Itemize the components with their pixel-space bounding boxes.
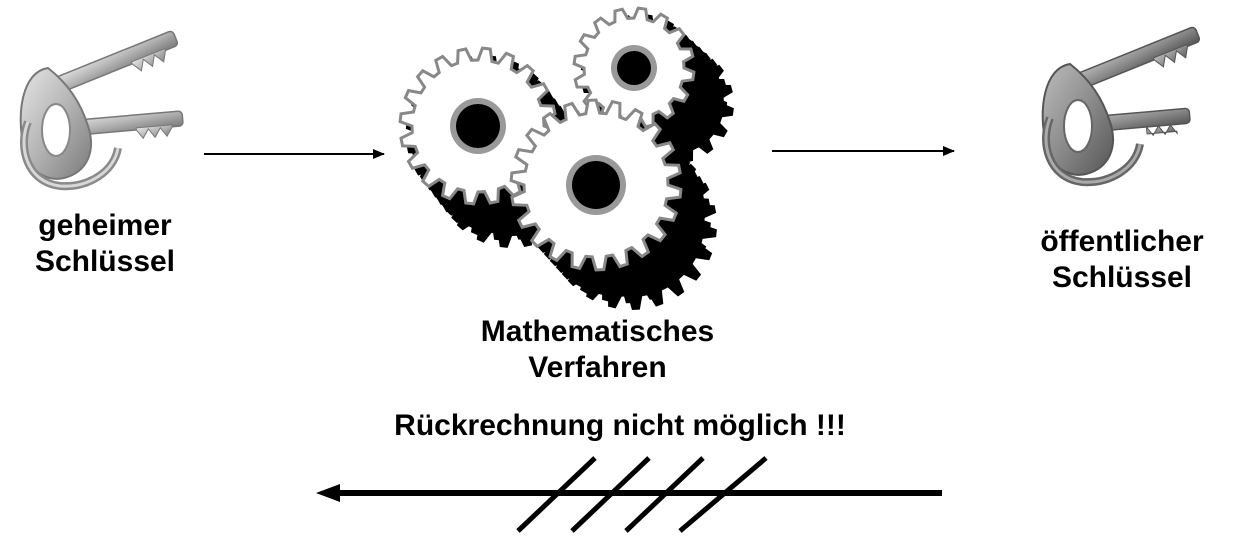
- gear-bottom: [509, 98, 683, 272]
- secret-key-icon: [19, 30, 184, 191]
- strike-through-marks: [516, 456, 768, 533]
- secret-key-label-line2: Schlüssel: [34, 245, 176, 278]
- gear-left: [398, 46, 558, 206]
- public-key-label-line2: Schlüssel: [1051, 261, 1193, 294]
- public-key-label-line1: öffentlicher: [1040, 225, 1204, 258]
- gear-bottom-hole: [572, 161, 620, 209]
- reverse-impossible-text: Rückrechnung nicht möglich !!!: [394, 409, 846, 442]
- gears-icon: [398, 6, 734, 310]
- method-label-line2: Verfahren: [528, 351, 667, 384]
- secret-key-label: geheimer Schlüssel: [10, 208, 200, 280]
- method-label: Mathematisches Verfahren: [445, 314, 750, 386]
- strike-mark-3: [624, 456, 705, 533]
- reverse-impossible-label: Rückrechnung nicht möglich !!!: [320, 408, 920, 444]
- public-key-icon: [1041, 26, 1201, 187]
- strike-mark-1: [516, 456, 597, 533]
- strike-mark-2: [570, 456, 651, 533]
- gear-left-hole: [456, 104, 500, 148]
- method-label-line1: Mathematisches: [480, 315, 715, 348]
- gear-top-right: [572, 6, 696, 130]
- strike-mark-4: [678, 456, 768, 533]
- secret-key-label-line1: geheimer: [38, 209, 172, 242]
- gear-top-right-hole: [617, 51, 651, 85]
- public-key-label: öffentlicher Schlüssel: [1010, 224, 1234, 296]
